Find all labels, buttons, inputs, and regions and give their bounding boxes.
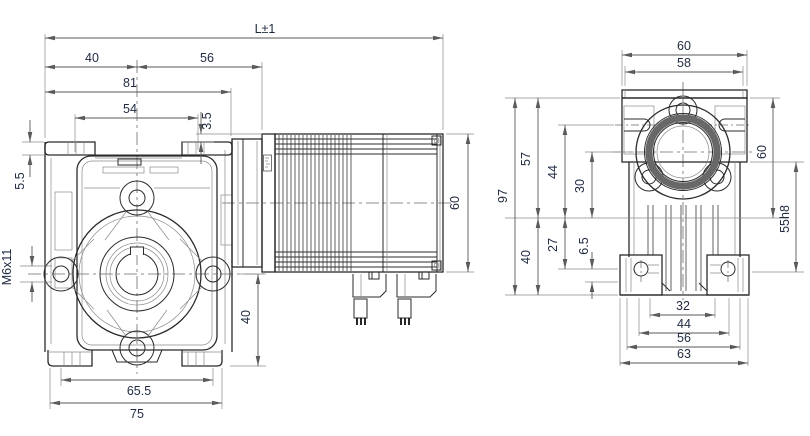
dim-center-to-base: 40 (239, 310, 253, 324)
dim-top-pad-width: 54 (123, 102, 137, 116)
dim-spigot-diameter: 55h8 (778, 205, 792, 233)
dim-mounting-hole: M6x11 (0, 249, 14, 286)
dim-left-to-center: 40 (85, 51, 99, 65)
side-view: 60 58 97 57 40 44 30 27 6.5 60 55h8 32 4… (496, 39, 804, 366)
dim-flange-step: 3.5 (200, 112, 214, 129)
dim-foot-hole-span: 44 (677, 317, 691, 331)
dim-hole-spacing: 65.5 (127, 384, 151, 398)
dim-top-width: 60 (677, 39, 691, 53)
dim-rib-span: 32 (676, 299, 690, 313)
dim-top-to-axis: 57 (519, 152, 533, 166)
dim-motor-size: 60 (448, 196, 462, 210)
motor-connectors (352, 274, 437, 325)
dim-overall-length: L±1 (255, 22, 276, 36)
front-view: L±1 40 56 81 54 3.5 5.5 M6x11 40 65.5 75… (0, 22, 474, 421)
dim-center-offset: 30 (573, 179, 587, 193)
dim-body-width: 81 (123, 76, 137, 90)
name-plate-icon (263, 154, 272, 172)
dim-axis-to-base: 40 (519, 250, 533, 264)
end-cap-screw-icon (431, 135, 442, 271)
stepper-motor (274, 133, 444, 280)
output-flange (43, 180, 231, 366)
side-dimensions: 60 58 97 57 40 44 30 27 6.5 60 55h8 32 4… (496, 39, 804, 366)
dim-slot-to-axis: 44 (546, 165, 560, 179)
side-housing (619, 89, 750, 296)
dim-center-to-flange: 56 (200, 51, 214, 65)
dim-foot-hole-offset: 6.5 (577, 237, 591, 254)
dim-foot-inner-span: 56 (677, 331, 691, 345)
centerlines (28, 60, 755, 374)
dim-flange-section-height: 60 (755, 145, 769, 159)
dim-base-width: 75 (130, 407, 144, 421)
dim-top-step: 5.5 (13, 172, 27, 189)
front-dimensions: L±1 40 56 81 54 3.5 5.5 M6x11 40 65.5 75… (0, 22, 474, 421)
dim-axis-to-foot-hole: 27 (546, 238, 560, 252)
dim-overall-width: 63 (677, 347, 691, 361)
dim-top-inner-width: 58 (677, 56, 691, 70)
dim-overall-height: 97 (496, 189, 510, 203)
rear-flange (634, 95, 732, 200)
